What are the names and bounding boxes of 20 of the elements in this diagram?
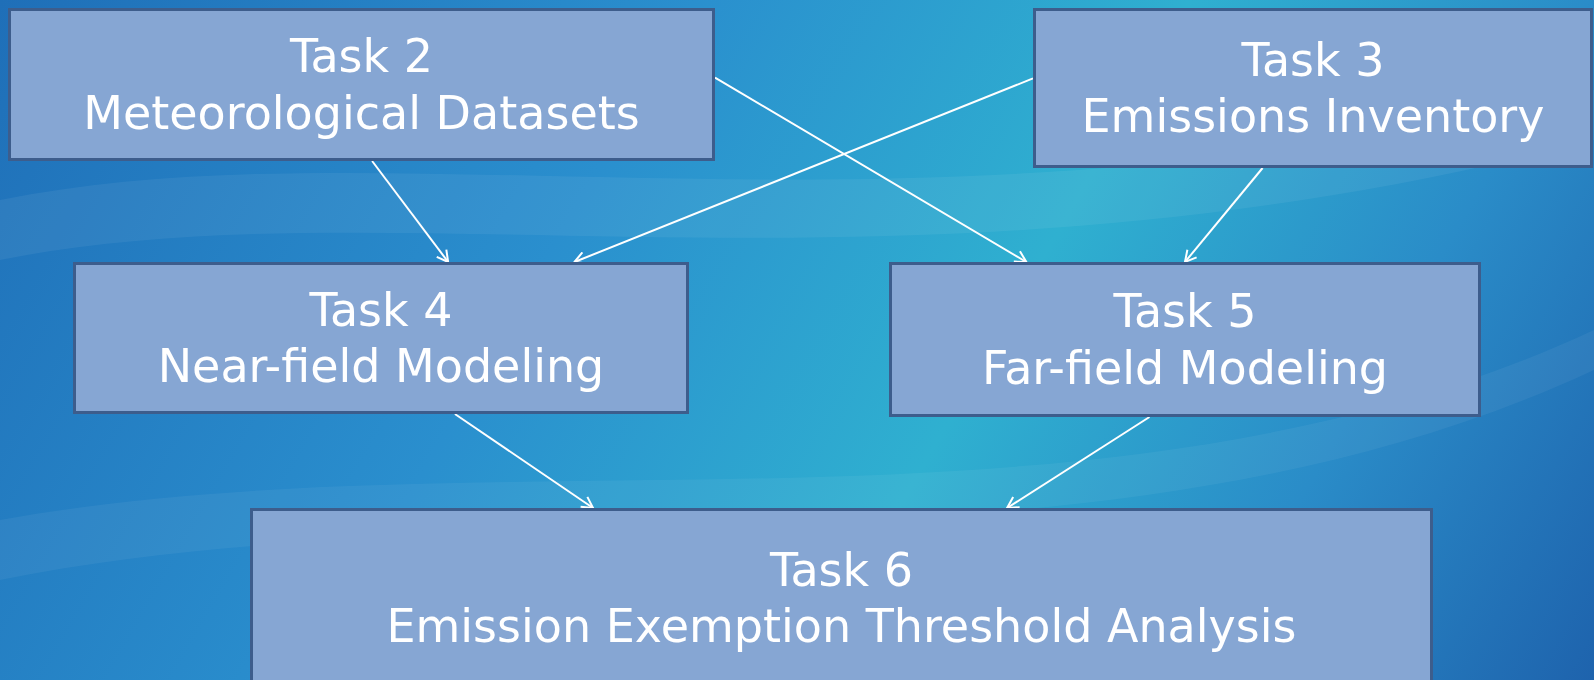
task-box: [8, 8, 715, 161]
task-title: Meteorological Datasets: [83, 84, 640, 141]
task-number: Task 4: [309, 281, 453, 338]
arrow: [714, 76, 1028, 263]
task-box: [73, 262, 689, 414]
task-title: Emissions Inventory: [1081, 88, 1545, 145]
task-title: Far-field Modeling: [981, 339, 1389, 396]
arrow: [371, 160, 450, 263]
task-title: Emission Exemption Threshold Analysis: [386, 598, 1297, 655]
arrow: [1184, 167, 1264, 263]
arrow: [1006, 416, 1151, 509]
arrow: [453, 413, 595, 509]
task-number: Task 2: [289, 28, 434, 85]
task-number: Task 3: [1241, 31, 1385, 88]
task-title: Near-field Modeling: [157, 338, 605, 395]
task-number: Task 6: [769, 541, 914, 598]
task-box: [250, 508, 1433, 680]
task-box: [889, 262, 1481, 417]
task-box: [1033, 8, 1593, 168]
task-number: Task 5: [1113, 283, 1257, 340]
